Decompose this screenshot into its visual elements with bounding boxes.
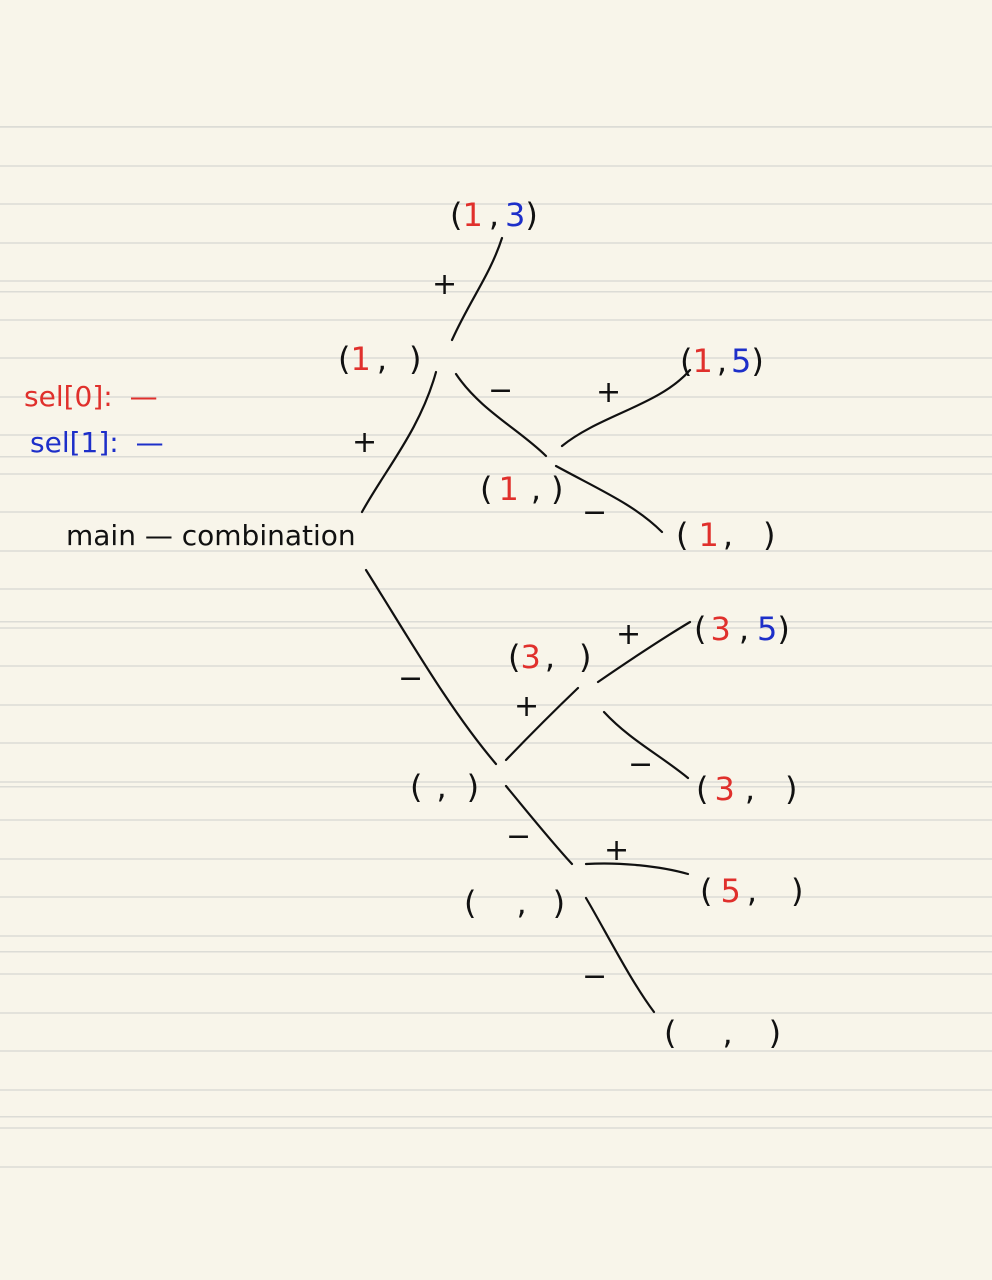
node-root-minus: (,)	[410, 768, 479, 806]
legend: sel[0]: — sel[1]: —	[24, 380, 164, 459]
edge-1minus-to-1empty	[554, 464, 664, 534]
legend-sel1-label: sel[1]:	[30, 426, 119, 459]
node-1-empty-first: 1	[698, 516, 718, 554]
edge-1minus-to-15	[560, 368, 692, 448]
node-1-minus-first: 1	[498, 470, 518, 508]
node-1-5-first: 1	[692, 342, 712, 380]
sign-plus-to-15: +	[596, 375, 621, 410]
legend-sel0: sel[0]: —	[24, 380, 158, 413]
node-3-5-first: 3	[710, 610, 730, 648]
sign-minus-to-1empty: −	[582, 495, 607, 530]
node-3-5-second: 5	[757, 610, 777, 648]
edge-root-minus	[364, 568, 498, 766]
edge-3-to-3empty	[602, 710, 690, 780]
node-empty-mid: (,)	[464, 884, 565, 922]
node-3-first: 3	[520, 638, 540, 676]
sign-minus-root: −	[398, 661, 423, 696]
node-5: (5,)	[700, 872, 804, 910]
edge-1-to-13	[450, 236, 504, 342]
edge-3-to-35	[596, 620, 692, 684]
node-1-5: (1,5)	[680, 342, 764, 380]
node-root-plus: (1,)	[338, 340, 422, 378]
sign-minus-to-1minus: −	[488, 373, 513, 408]
sign-plus-to-35: +	[616, 617, 641, 652]
edge-1-to-1minus	[454, 372, 548, 458]
node-3-5: (3,5)	[694, 610, 790, 648]
node-5-first: 5	[720, 872, 740, 910]
sign-plus-root: +	[352, 425, 377, 460]
sign-plus-to-5: +	[604, 833, 629, 868]
node-root-plus-first: 1	[350, 340, 370, 378]
legend-sel1-value: —	[136, 426, 164, 459]
tree-nodes: (1,3) (1,) (1,5) (1,) (1,) (3,) (3,5) (,…	[338, 196, 804, 1052]
node-1-3: (1,3)	[450, 196, 538, 234]
legend-sel0-label: sel[0]:	[24, 380, 113, 413]
edge-root-plus	[360, 370, 438, 514]
edge-empty-to-emptymid	[504, 784, 574, 866]
sign-plus-to-13: +	[432, 267, 457, 302]
edge-emptymid-to-emptybottom	[584, 896, 656, 1014]
legend-sel1: sel[1]: —	[30, 426, 164, 459]
node-3: (3,)	[508, 638, 592, 676]
node-1-empty: (1,)	[676, 516, 776, 554]
ruled-lines	[0, 126, 992, 1168]
node-1-minus: (1,)	[480, 470, 564, 508]
edge-emptymid-to-5	[584, 862, 690, 876]
sign-minus-to-emptymid: −	[506, 819, 531, 854]
sign-minus-to-3empty: −	[628, 747, 653, 782]
legend-sel0-value: —	[130, 380, 158, 413]
node-1-3-first: 1	[462, 196, 482, 234]
tree-edges	[360, 236, 692, 1014]
node-3-empty: (3,)	[696, 770, 798, 808]
node-3-empty-first: 3	[714, 770, 734, 808]
sign-plus-to-3: +	[514, 689, 539, 724]
root-label: main — combination	[66, 519, 356, 552]
edge-signs: + + − + − − + + − − + −	[352, 267, 653, 994]
edge-empty-to-3	[504, 686, 580, 762]
node-1-3-second: 3	[505, 196, 525, 234]
node-empty-bottom: (,)	[664, 1014, 781, 1052]
node-1-5-second: 5	[731, 342, 751, 380]
sign-minus-to-emptybottom: −	[582, 959, 607, 994]
